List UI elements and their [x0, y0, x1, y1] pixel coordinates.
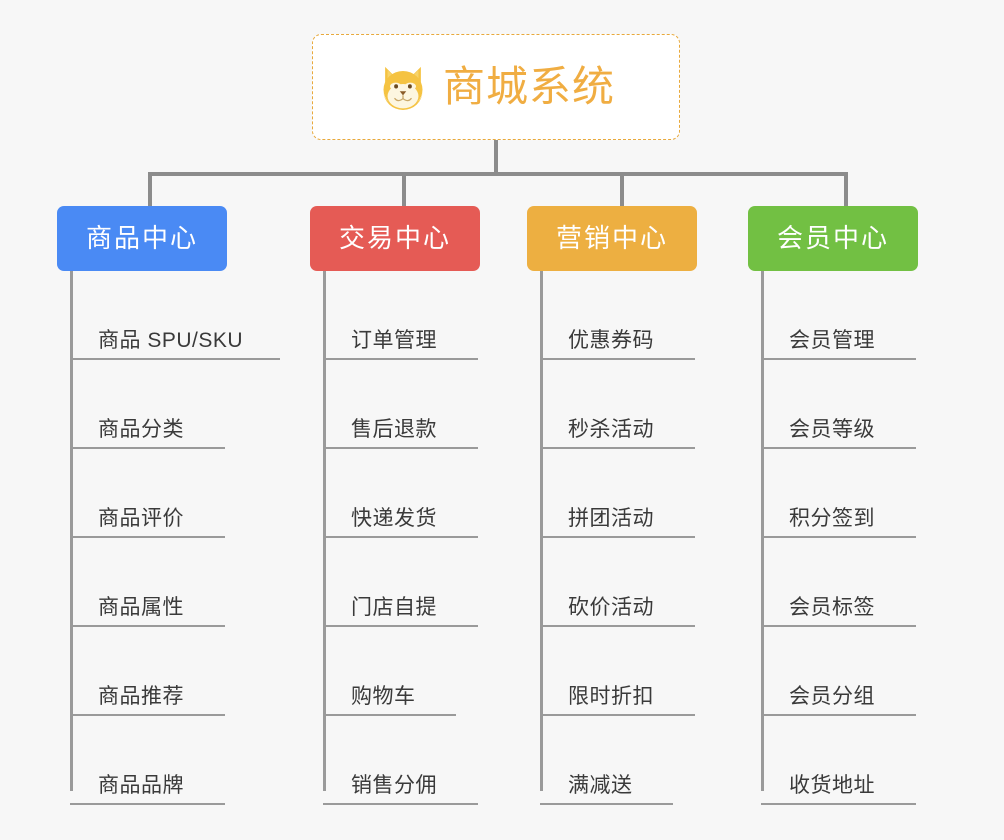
leaf-label: 购物车 [351, 685, 416, 708]
list-item[interactable]: 订单管理 [323, 271, 540, 360]
leaf-label: 商品 SPU/SKU [98, 329, 244, 352]
leaf-underline [540, 803, 673, 805]
leaf-label: 商品推荐 [98, 685, 184, 708]
list-item[interactable]: 优惠券码 [540, 271, 757, 360]
connector-root-stem [494, 140, 498, 175]
list-item[interactable]: 商品评价 [70, 449, 287, 538]
leaf-underline [323, 447, 478, 449]
leaf-underline [540, 625, 695, 627]
leaf-list-product-center: 商品 SPU/SKU 商品分类 商品评价 商品属性 商品推荐 商品品牌 [70, 271, 287, 805]
root-title: 商城系统 [442, 63, 615, 110]
leaf-underline [761, 803, 916, 805]
leaf-underline [70, 358, 280, 360]
list-item[interactable]: 会员分组 [761, 627, 978, 716]
connector-drop-marketing-center [620, 172, 624, 208]
branch-marketing-center: 营销中心 优惠券码 秒杀活动 拼团活动 砍价活动 限时折扣 [527, 206, 757, 805]
list-item[interactable]: 门店自提 [323, 538, 540, 627]
leaf-label: 会员等级 [789, 418, 875, 441]
connector-horizontal-bus [148, 172, 848, 176]
list-item[interactable]: 满减送 [540, 716, 757, 805]
leaf-underline [70, 714, 225, 716]
category-header-member-center[interactable]: 会员中心 [748, 206, 919, 271]
leaf-underline [70, 803, 225, 805]
list-item[interactable]: 收货地址 [761, 716, 978, 805]
list-item[interactable]: 会员管理 [761, 271, 978, 360]
leaf-label: 优惠券码 [568, 329, 654, 352]
leaf-label: 限时折扣 [568, 685, 654, 708]
leaf-label: 商品评价 [98, 507, 184, 530]
branch-member-center: 会员中心 会员管理 会员等级 积分签到 会员标签 会员分组 [748, 206, 978, 805]
leaf-underline [761, 536, 916, 538]
branch-trade-center: 交易中心 订单管理 售后退款 快递发货 门店自提 购物车 [310, 206, 540, 805]
leaf-label: 会员管理 [789, 329, 875, 352]
list-item[interactable]: 商品推荐 [70, 627, 287, 716]
leaf-label: 快递发货 [351, 507, 437, 530]
leaf-label: 销售分佣 [351, 774, 437, 797]
list-item[interactable]: 拼团活动 [540, 449, 757, 538]
leaf-underline [70, 625, 225, 627]
leaf-underline [761, 714, 916, 716]
leaf-underline [540, 358, 695, 360]
leaf-label: 售后退款 [351, 418, 437, 441]
leaf-underline [323, 803, 478, 805]
leaf-underline [540, 447, 695, 449]
leaf-label: 门店自提 [351, 596, 437, 619]
leaf-label: 满减送 [568, 774, 633, 797]
leaf-list-marketing-center: 优惠券码 秒杀活动 拼团活动 砍价活动 限时折扣 满减送 [540, 271, 757, 805]
list-item[interactable]: 限时折扣 [540, 627, 757, 716]
leaf-label: 秒杀活动 [568, 418, 654, 441]
list-item[interactable]: 商品品牌 [70, 716, 287, 805]
list-item[interactable]: 购物车 [323, 627, 540, 716]
category-header-product-center[interactable]: 商品中心 [57, 206, 228, 271]
list-item[interactable]: 商品属性 [70, 538, 287, 627]
category-header-trade-center[interactable]: 交易中心 [310, 206, 481, 271]
leaf-list-trade-center: 订单管理 售后退款 快递发货 门店自提 购物车 销售分佣 [323, 271, 540, 805]
leaf-label: 订单管理 [351, 329, 437, 352]
branch-product-center: 商品中心 商品 SPU/SKU 商品分类 商品评价 商品属性 商品推荐 [57, 206, 287, 805]
list-item[interactable]: 快递发货 [323, 449, 540, 538]
list-item[interactable]: 商品 SPU/SKU [70, 271, 287, 360]
connector-drop-member-center [844, 172, 848, 208]
leaf-underline [761, 447, 916, 449]
category-header-marketing-center[interactable]: 营销中心 [527, 206, 698, 271]
leaf-label: 收货地址 [789, 774, 875, 797]
shiba-dog-face-icon [377, 62, 429, 114]
root-node[interactable]: 商城系统 [312, 34, 680, 140]
list-item[interactable]: 秒杀活动 [540, 360, 757, 449]
leaf-label: 商品分类 [98, 418, 184, 441]
leaf-underline [70, 447, 225, 449]
leaf-underline [323, 714, 456, 716]
leaf-list-member-center: 会员管理 会员等级 积分签到 会员标签 会员分组 收货地址 [761, 271, 978, 805]
leaf-underline [761, 358, 916, 360]
leaf-underline [323, 625, 478, 627]
leaf-label: 积分签到 [789, 507, 875, 530]
leaf-label: 拼团活动 [568, 507, 654, 530]
leaf-label: 商品属性 [98, 596, 184, 619]
list-item[interactable]: 销售分佣 [323, 716, 540, 805]
leaf-label: 会员标签 [789, 596, 875, 619]
list-item[interactable]: 售后退款 [323, 360, 540, 449]
leaf-label: 会员分组 [789, 685, 875, 708]
leaf-underline [540, 714, 695, 716]
leaf-underline [323, 358, 478, 360]
list-item[interactable]: 积分签到 [761, 449, 978, 538]
leaf-label: 商品品牌 [98, 774, 184, 797]
connector-drop-trade-center [402, 172, 406, 208]
connector-drop-product-center [148, 172, 152, 208]
leaf-underline [323, 536, 478, 538]
leaf-label: 砍价活动 [568, 596, 654, 619]
list-item[interactable]: 砍价活动 [540, 538, 757, 627]
leaf-underline [540, 536, 695, 538]
leaf-underline [761, 625, 916, 627]
list-item[interactable]: 会员等级 [761, 360, 978, 449]
leaf-underline [70, 536, 225, 538]
list-item[interactable]: 会员标签 [761, 538, 978, 627]
list-item[interactable]: 商品分类 [70, 360, 287, 449]
